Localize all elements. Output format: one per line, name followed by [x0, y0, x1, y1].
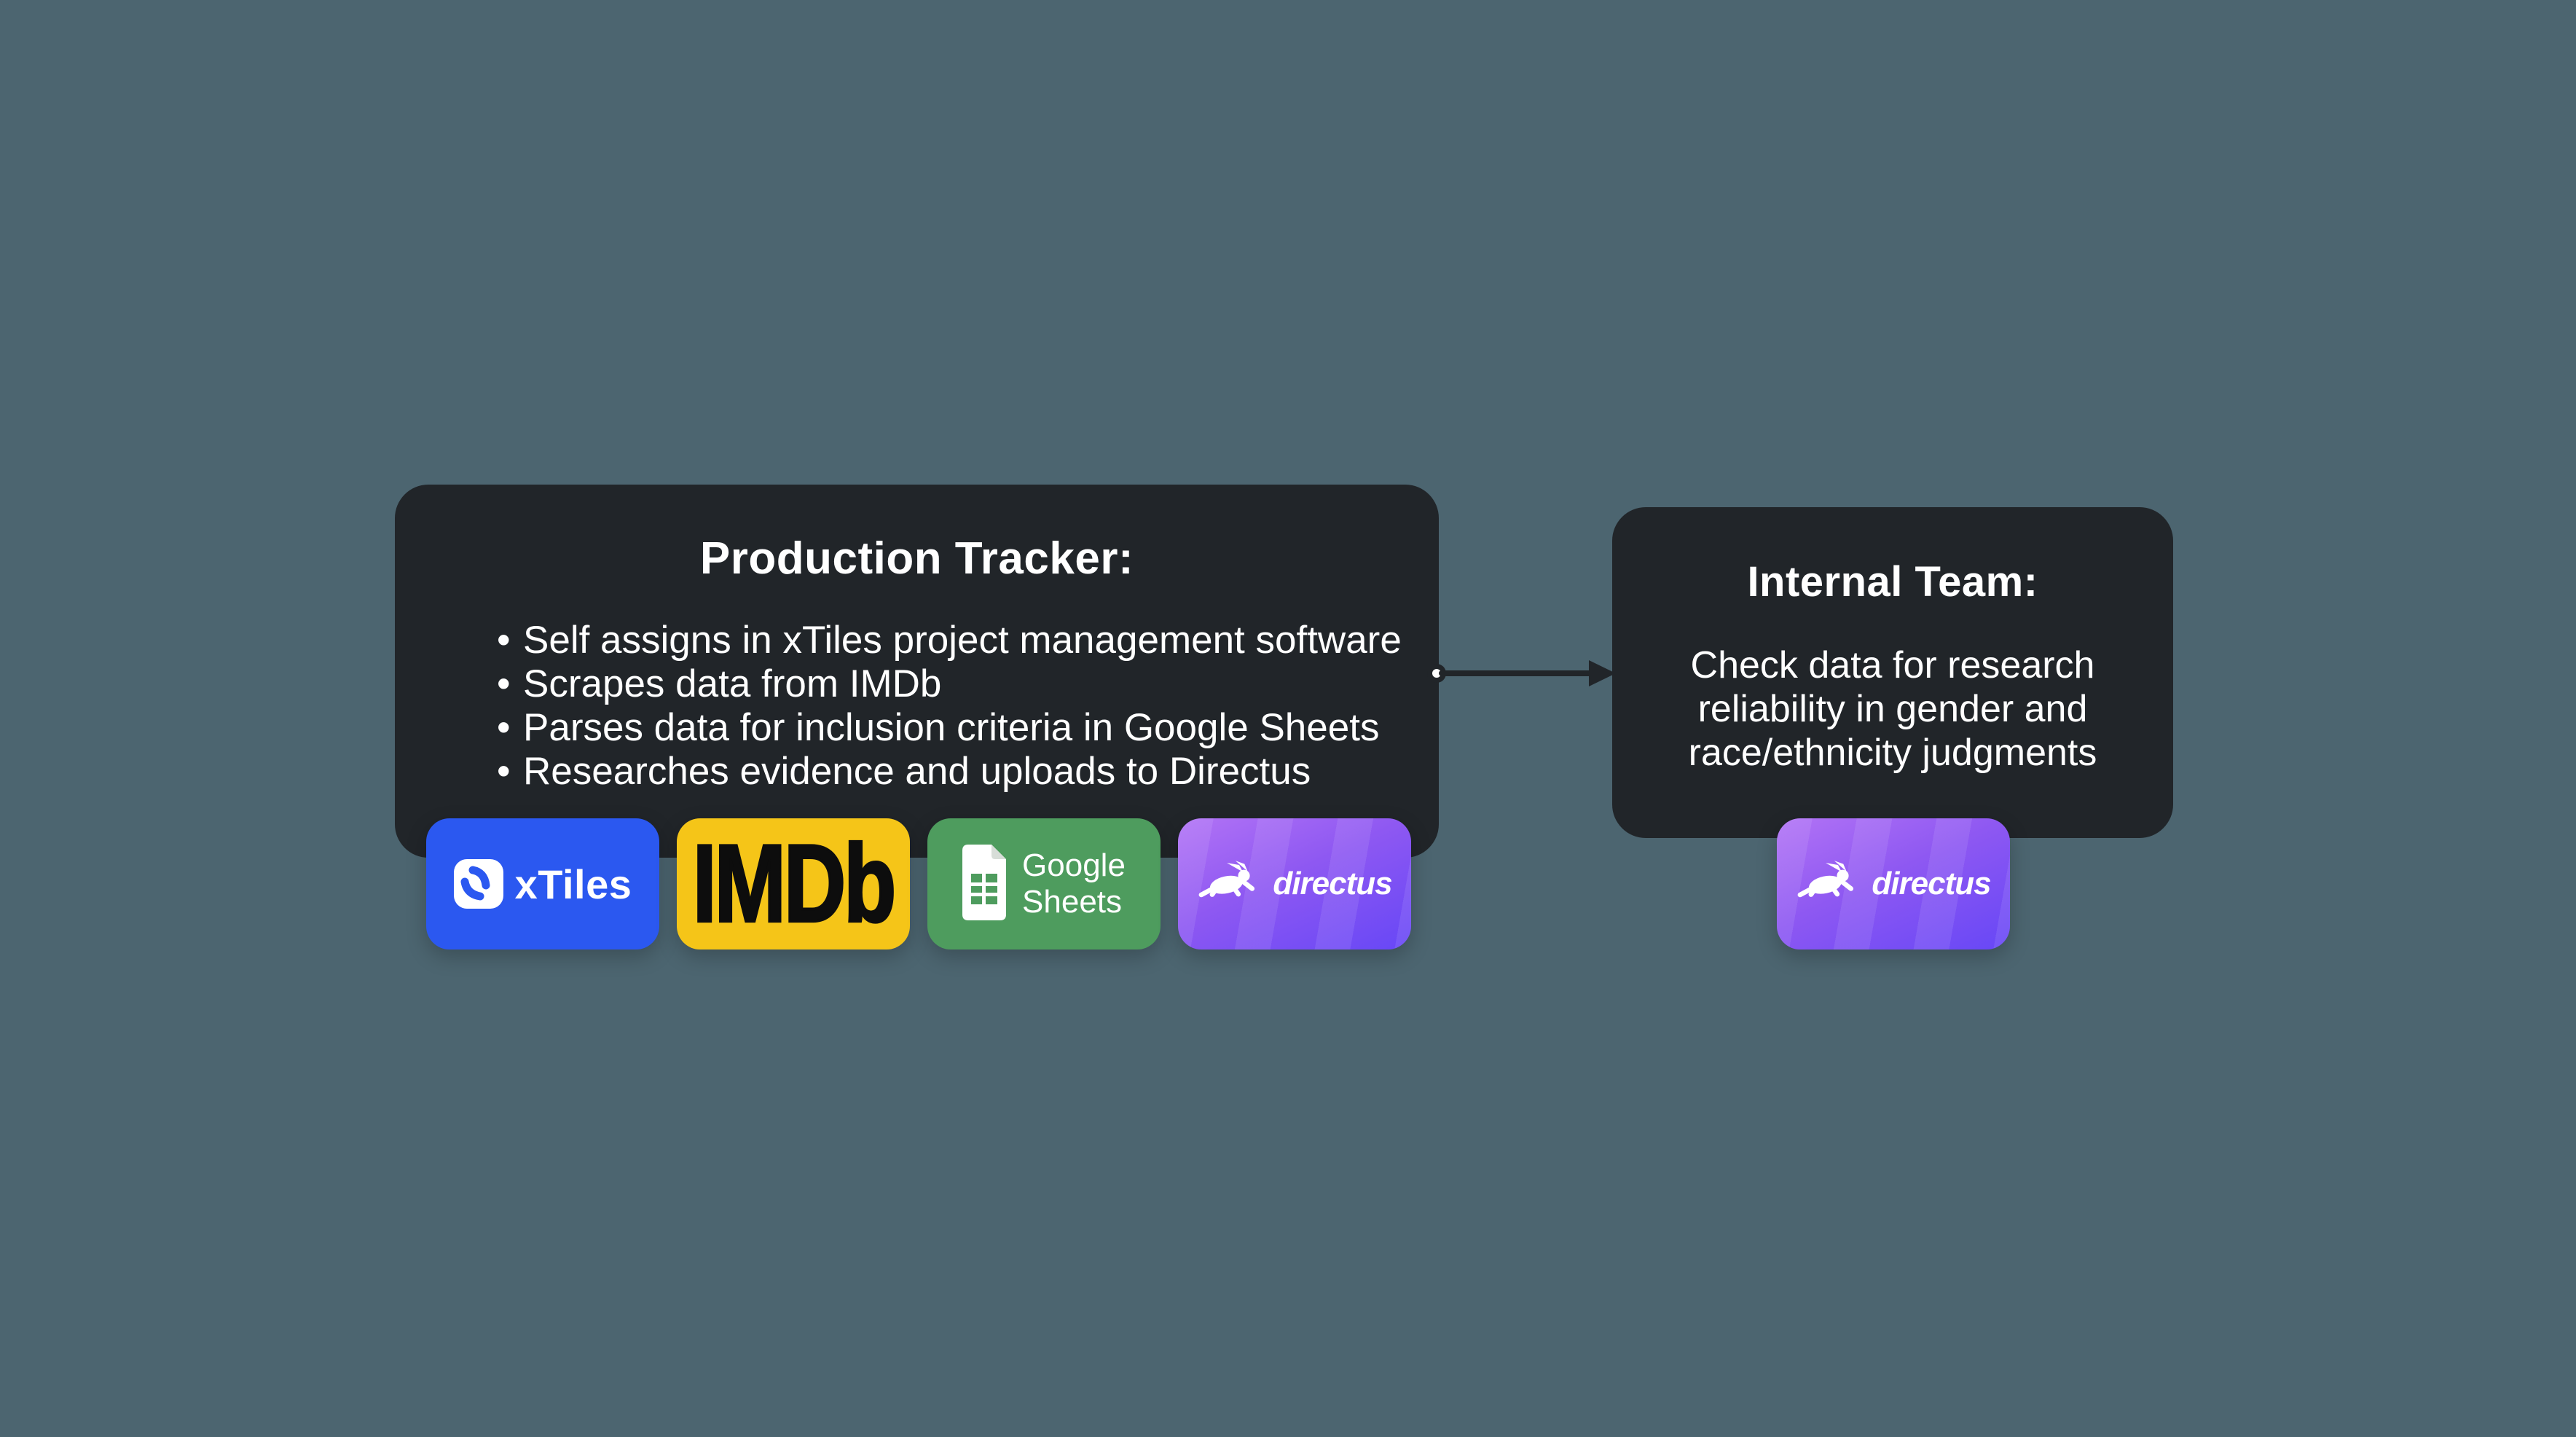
task-item: Parses data for inclusion criteria in Go… [497, 706, 1410, 750]
connector-arrowhead-icon [1589, 660, 1616, 686]
xtiles-label: xTiles [514, 861, 632, 907]
directus-rabbit-icon [1796, 861, 1860, 907]
task-item: Scrapes data from IMDb [497, 662, 1410, 706]
internal-team-description: Check data for research reliability in g… [1688, 644, 2097, 774]
xtiles-badge: xTiles [426, 818, 659, 949]
directus-label: directus [1872, 866, 1991, 901]
google-sheets-label: Google Sheets [1022, 847, 1126, 920]
directus-label: directus [1273, 866, 1392, 901]
google-sheets-document-icon [962, 844, 1007, 924]
imdb-badge: IMDb [677, 818, 910, 949]
task-item: Researches evidence and uploads to Direc… [497, 750, 1410, 794]
connector-arrow-line [1439, 670, 1593, 676]
task-list: Self assigns in xTiles project managemen… [497, 619, 1410, 794]
directus-badge: directus [1777, 818, 2010, 949]
xtiles-logo-icon [453, 859, 503, 909]
internal-team-title: Internal Team: [1747, 558, 2038, 606]
production-tracker-title: Production Tracker: [699, 533, 1134, 584]
directus-rabbit-icon [1197, 861, 1261, 907]
production-tracker-card: Production Tracker: Self assigns in xTil… [395, 485, 1439, 858]
internal-team-card: Internal Team: Check data for research r… [1612, 507, 2173, 838]
directus-badge: directus [1178, 818, 1411, 949]
google-sheets-badge: Google Sheets [927, 818, 1161, 949]
imdb-label: IMDb [691, 821, 897, 947]
task-item: Self assigns in xTiles project managemen… [497, 619, 1410, 662]
